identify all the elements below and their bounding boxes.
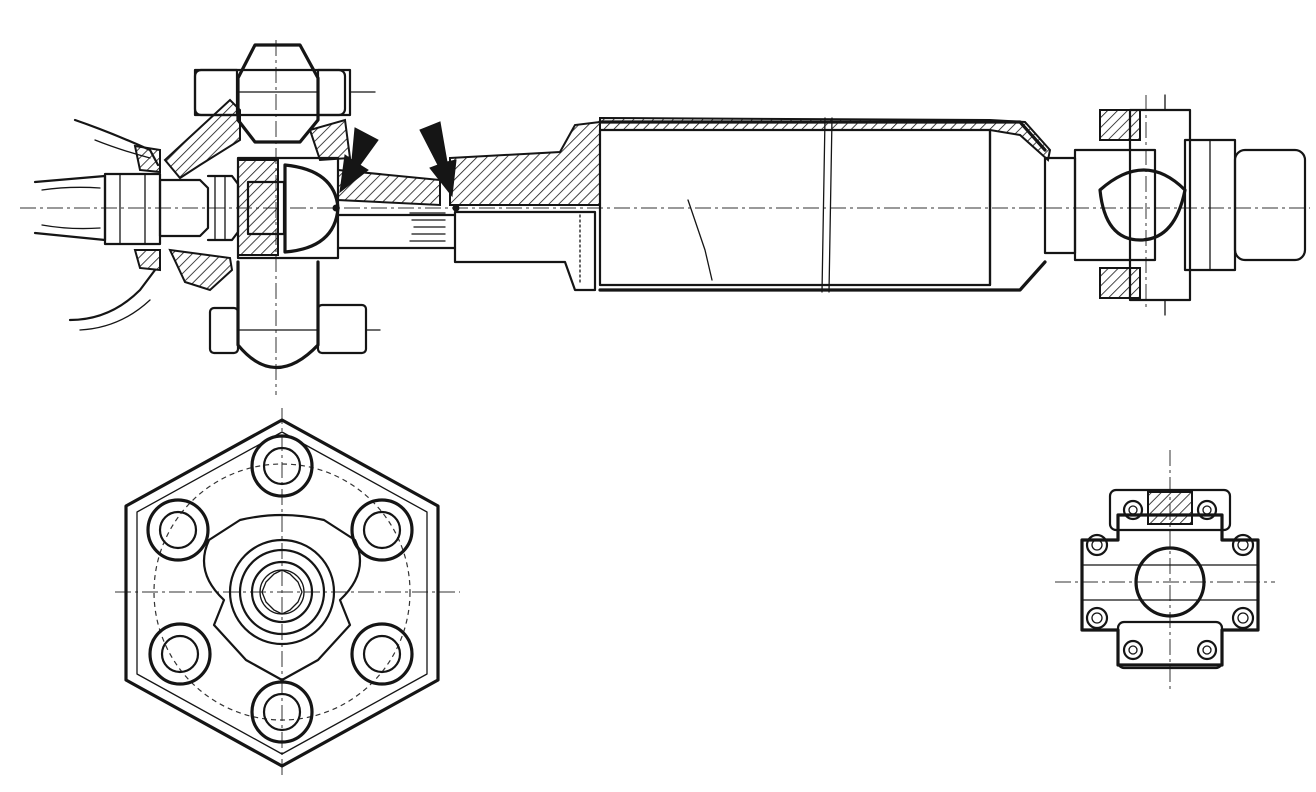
bolt-hole	[1122, 499, 1144, 521]
bolt-boss	[350, 622, 414, 686]
input-shaft-stub	[33, 172, 240, 246]
intermediate-shaft	[332, 168, 460, 250]
sliding-sleeve	[449, 120, 601, 292]
bolt-hole	[1231, 533, 1255, 557]
bolt-hole	[1085, 606, 1109, 630]
splined-bore	[250, 560, 314, 624]
bolt-boss	[146, 498, 210, 562]
bolt-hole	[1196, 499, 1218, 521]
upper-coupling-eye	[193, 43, 376, 144]
hexagon-outline	[124, 418, 440, 768]
marked-point	[332, 204, 340, 212]
arrow-marker-icon	[419, 121, 457, 198]
main-tube	[598, 116, 1052, 293]
shaft-longitudinal-section-view	[20, 40, 1310, 395]
coupling-hub-section	[236, 118, 352, 260]
bolt-hole	[1085, 533, 1109, 557]
bolt-boss	[250, 680, 314, 744]
bolt-hole	[1196, 639, 1218, 661]
cross-hub	[1134, 546, 1206, 618]
lower-coupling-eye	[208, 260, 381, 369]
bolt-boss	[350, 498, 414, 562]
bolt-hole	[1231, 606, 1255, 630]
bolt-boss	[250, 434, 314, 498]
bolt-hole	[1122, 639, 1144, 661]
arrow-marker-icon	[339, 127, 379, 194]
right-universal-joint	[1043, 94, 1307, 316]
bolt-circle	[153, 463, 411, 721]
gearbox-housing-fragment	[68, 98, 241, 331]
bolt-boss	[148, 622, 212, 686]
flexible-coupling-end-view	[115, 408, 460, 775]
universal-joint-end-view	[1055, 450, 1275, 690]
